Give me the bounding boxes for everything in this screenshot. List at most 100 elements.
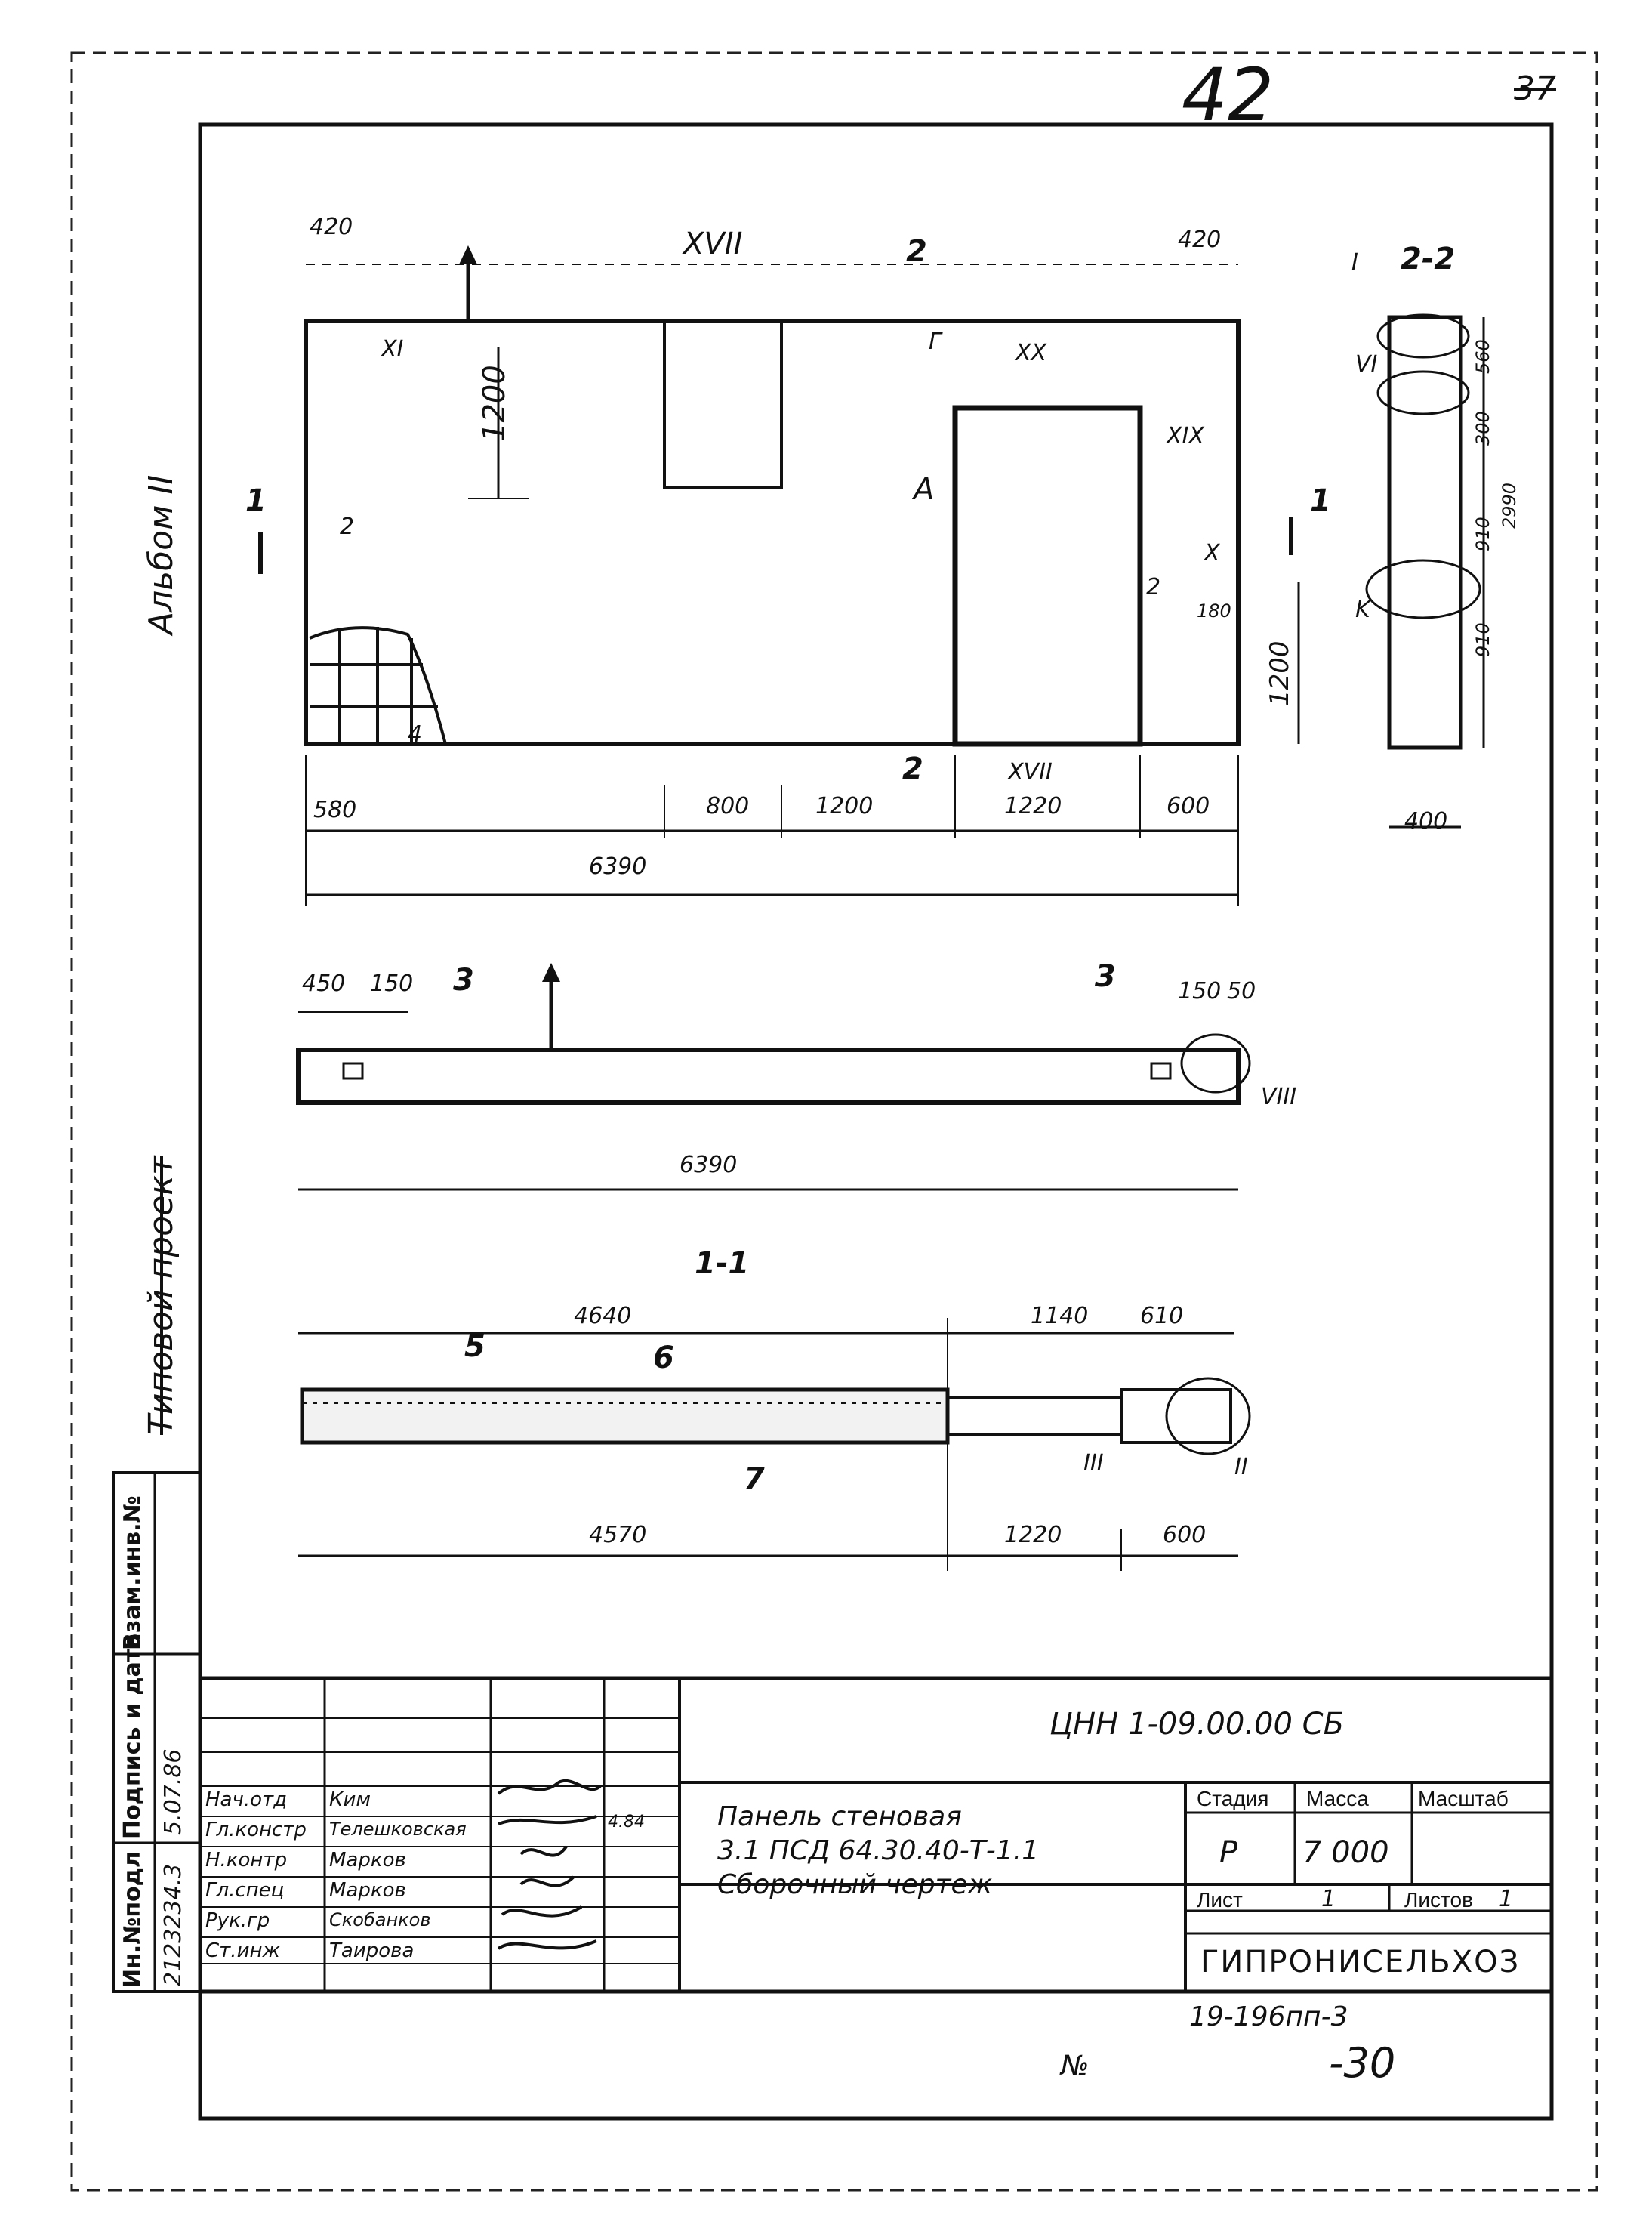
person-role: Рук.гр [205, 1909, 270, 1932]
title-block-grid [112, 1471, 1554, 1994]
facade-node-a: A [914, 472, 935, 507]
section-mark-2-top: 2 [906, 234, 927, 269]
facade-node-xx: XX [1016, 340, 1047, 366]
archive-code: 19-196пп-3 [1189, 2001, 1348, 2032]
section-1-1-dim-1220: 1220 [1004, 1522, 1062, 1548]
drawing-name-line1: Панель стеновая [717, 1801, 962, 1832]
person-name: Скобанков [329, 1909, 431, 1930]
person-date: 4.84 [608, 1813, 645, 1831]
person-role: Гл.спец [205, 1879, 285, 1902]
facade-overall-length: 6390 [589, 853, 647, 880]
facade-dim-vertical-left: 1200 [477, 365, 512, 442]
window-opening [663, 319, 783, 489]
section-2-2-title: 2-2 [1401, 242, 1456, 276]
organization-name: ГИПРОНИСЕЛЬХОЗ [1200, 1945, 1521, 1980]
facade-node-xix: XIX [1167, 423, 1204, 449]
replacement-inv-label: Взам.инв.№ [119, 1495, 146, 1650]
section-1-1-node-ii: II [1234, 1454, 1248, 1480]
section-1-1-dim-610: 610 [1140, 1303, 1184, 1329]
facade-node-xvii-bottom: XVII [1008, 759, 1053, 785]
section-2-2-dim-2: 300 [1472, 411, 1493, 446]
layer-label-5: 5 [464, 1329, 485, 1364]
plan-overall-length: 6390 [680, 1152, 738, 1178]
facade-node-180: 180 [1197, 600, 1231, 622]
section-1-1-dim-1140: 1140 [1031, 1303, 1089, 1329]
facade-node-4: 4 [408, 721, 423, 748]
layer-label-7: 7 [744, 1461, 765, 1496]
section-1-1-dim-4570: 4570 [589, 1522, 647, 1548]
facade-dim-bottom-1: 580 [313, 797, 357, 823]
drawing-name-line2: 3.1 ПСД 64.30.40-Т-1.1 [717, 1835, 1040, 1866]
section-mark-2-bottom: 2 [902, 751, 923, 786]
facade-node-g: Г [929, 329, 942, 355]
plan-dim-450: 450 [302, 970, 346, 997]
album-label: Альбом II [142, 474, 180, 634]
handwritten-date: 5.07.86 [160, 1748, 186, 1835]
person-role: Гл.констр [205, 1819, 307, 1841]
document-code: ЦНН 1-09.00.00 СБ [1049, 1707, 1345, 1742]
person-role: Ст.инж [205, 1939, 280, 1962]
struck-album-label: Типовой проект [142, 1156, 180, 1436]
section-2-2-view [1365, 313, 1485, 829]
section-1-1-solid-part [300, 1387, 950, 1445]
section-1-1-dim-4640: 4640 [574, 1303, 632, 1329]
signature-date-label: Подпись и дата [119, 1633, 146, 1839]
sheets-value: 1 [1499, 1886, 1514, 1912]
drawing-name-line3: Сборочный чертеж [717, 1869, 993, 1900]
section-1-1-title: 1-1 [695, 1246, 750, 1281]
section-2-2-dim-1: 560 [1472, 339, 1493, 374]
section-2-2-overall: 2990 [1499, 482, 1520, 529]
sheet-value: 1 [1321, 1886, 1336, 1912]
section-mark-1-right: 1 [1310, 483, 1331, 518]
person-role: Н.контр [205, 1849, 288, 1872]
facade-dim-top-right: 420 [1178, 227, 1222, 253]
facade-view [258, 245, 1300, 906]
mesh-cutaway-edge [309, 626, 447, 745]
section-2-2-outline [1387, 315, 1463, 750]
person-name: Таирова [329, 1939, 415, 1962]
section-1-1-dim-600: 600 [1163, 1522, 1207, 1548]
mass-value: 7 000 [1302, 1835, 1389, 1870]
sheet-label: Лист [1197, 1888, 1243, 1912]
stage-header: Стадия [1197, 1787, 1269, 1810]
section-2-2-dim-3: 910 [1472, 517, 1493, 551]
facade-dim-vertical-right: 1200 [1265, 640, 1295, 706]
section-2-2-node-k: K [1355, 597, 1370, 623]
facade-outline [304, 319, 1241, 746]
facade-node-top: XVII [683, 227, 743, 261]
outer-dashed-border [70, 51, 1598, 2192]
section-2-2-node-i: I [1351, 249, 1358, 276]
person-name: Марков [329, 1879, 406, 1902]
facade-node-2-right: 2 [1146, 574, 1161, 600]
bottom-page-number: -30 [1329, 2039, 1396, 2087]
section-2-2-node-vi: VI [1355, 351, 1378, 378]
inner-frame [198, 122, 1554, 2121]
plan-node-3-left: 3 [453, 963, 474, 998]
facade-dim-bottom-4: 1220 [1004, 793, 1062, 819]
mass-header: Масса [1306, 1787, 1369, 1810]
plan-dim-50: 50 [1227, 978, 1256, 1004]
section-1-1-view [298, 1318, 1251, 1571]
section-2-2-width: 400 [1404, 808, 1448, 835]
sheets-label: Листов [1404, 1888, 1473, 1912]
door-opening [952, 405, 1143, 747]
layer-label-6: 6 [653, 1341, 674, 1375]
facade-dim-bottom-5: 600 [1167, 793, 1210, 819]
original-inv-label: Ин.№подл [119, 1851, 146, 1988]
person-role: Нач.отд [205, 1788, 288, 1811]
section-mark-1-left: 1 [245, 483, 267, 518]
plan-dim-150-left: 150 [370, 970, 414, 997]
facade-node-x: X [1204, 540, 1220, 566]
facade-node-xi: XI [381, 336, 404, 363]
bottom-misc-mark: № [1061, 2050, 1090, 2081]
person-name: Марков [329, 1849, 406, 1872]
sheet-number: 37 [1514, 69, 1556, 108]
section-1-1-node-iii: III [1083, 1450, 1104, 1477]
facade-node-2-left: 2 [340, 514, 355, 540]
facade-dim-top-left: 420 [310, 214, 353, 240]
section-2-2-dim-4: 910 [1472, 622, 1493, 657]
scale-header: Масштаб [1418, 1787, 1509, 1810]
person-name: Ким [329, 1788, 371, 1811]
plan-node-viii: VIII [1261, 1084, 1297, 1110]
